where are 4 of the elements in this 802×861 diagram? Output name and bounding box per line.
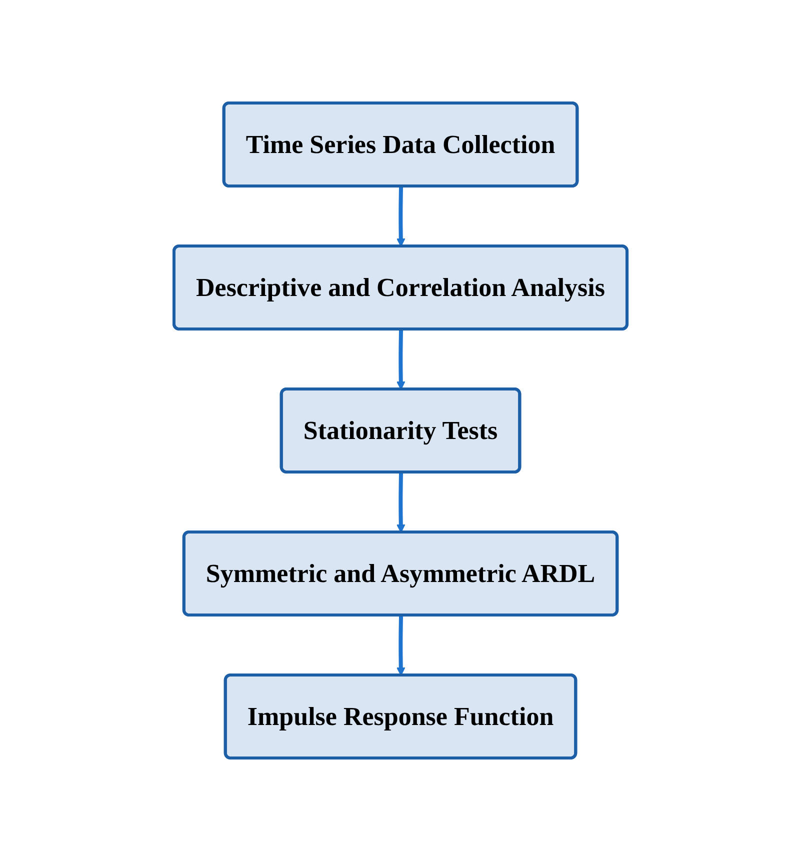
arrow [396,329,406,390]
arrow [396,472,406,533]
arrow [396,615,406,676]
arrow [396,186,406,247]
